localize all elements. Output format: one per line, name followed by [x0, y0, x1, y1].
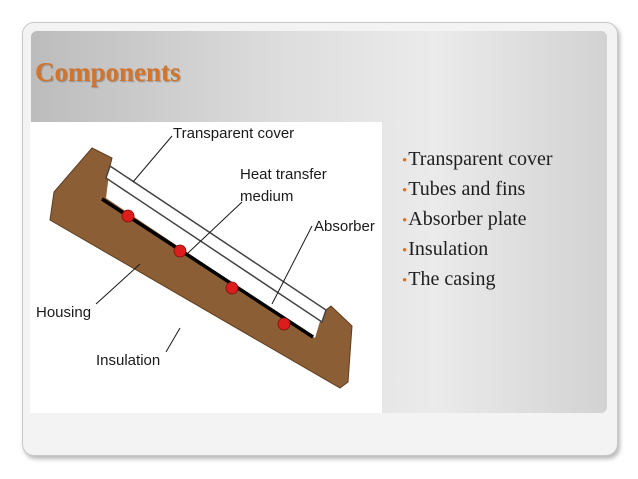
list-item: •Transparent cover: [402, 146, 552, 176]
diagram-canvas: Transparent cover Heat transfer medium A…: [36, 125, 375, 389]
tube-4: [277, 317, 291, 331]
leader-housing: [95, 263, 141, 305]
list-item: •Tubes and fins: [402, 176, 552, 206]
list-item: •Insulation: [402, 236, 552, 266]
bullet-icon: •: [402, 273, 408, 289]
tube-2: [173, 244, 187, 258]
slide-title: Components: [35, 57, 181, 87]
label-insulation: Insulation: [96, 352, 160, 369]
list-item: •The casing: [402, 266, 552, 296]
list-item: •Absorber plate: [402, 206, 552, 236]
label-absorber: Absorber: [314, 218, 375, 235]
label-housing: Housing: [36, 304, 91, 321]
leader-heat-transfer: [187, 201, 243, 254]
bullet-text: Absorber plate: [408, 208, 527, 230]
bullet-icon: •: [402, 213, 408, 229]
bullet-icon: •: [402, 183, 408, 199]
tube-1: [121, 209, 135, 223]
bullet-icon: •: [402, 243, 408, 259]
component-bullet-list: •Transparent cover •Tubes and fins •Abso…: [402, 146, 552, 296]
bullet-text: Insulation: [408, 238, 489, 260]
label-heat-transfer-line2: medium: [240, 188, 293, 205]
bullet-icon: •: [402, 153, 408, 169]
solar-collector-diagram: Transparent cover Heat transfer medium A…: [30, 122, 382, 413]
leader-insulation: [165, 327, 181, 353]
absorber-plate: [101, 197, 314, 339]
bullet-text: Transparent cover: [408, 148, 553, 170]
leader-absorber: [271, 225, 313, 305]
tube-3: [225, 281, 239, 295]
label-heat-transfer-line1: Heat transfer: [240, 166, 327, 183]
bullet-text: The casing: [408, 268, 496, 290]
bullet-text: Tubes and fins: [408, 178, 526, 200]
leader-transparent-cover: [132, 135, 173, 183]
label-transparent-cover: Transparent cover: [173, 125, 294, 142]
transparent-cover: [105, 164, 327, 324]
